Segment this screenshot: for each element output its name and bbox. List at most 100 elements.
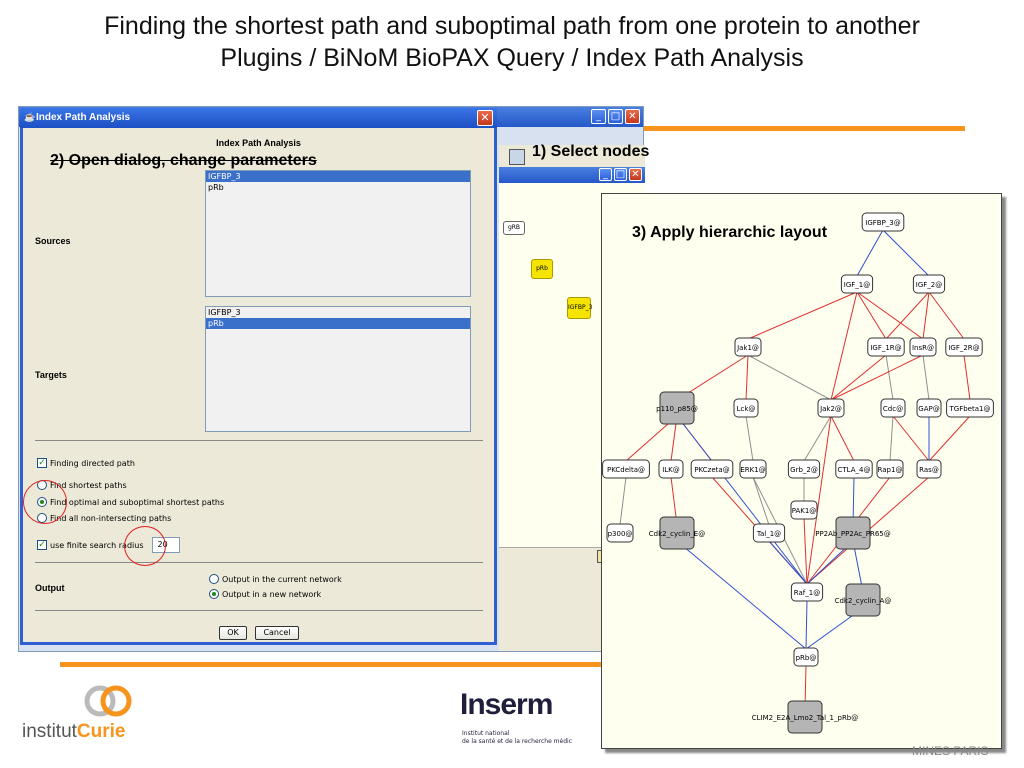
network-restore-icon[interactable]: □ bbox=[614, 168, 627, 181]
network-node-box[interactable] bbox=[659, 516, 695, 550]
network-node-box[interactable] bbox=[602, 459, 650, 479]
minimize-icon[interactable]: _ bbox=[591, 109, 606, 124]
network-node[interactable]: PKCdelta@ bbox=[602, 459, 650, 479]
list-item[interactable]: pRb bbox=[208, 183, 224, 192]
network-node-box[interactable] bbox=[734, 337, 762, 357]
network-node[interactable]: Jak2@ bbox=[817, 398, 845, 418]
network-node[interactable]: p110_p85@ bbox=[656, 391, 698, 425]
network-edge bbox=[619, 476, 627, 526]
network-node-box[interactable] bbox=[916, 398, 942, 418]
network-node[interactable]: Cdk2_cyclin_E@ bbox=[649, 516, 705, 550]
network-node[interactable]: Cdc@ bbox=[880, 398, 906, 418]
network-node[interactable]: IGFBP_3@ bbox=[861, 212, 905, 232]
network-node-box[interactable] bbox=[793, 647, 819, 667]
maximize-icon[interactable]: □ bbox=[608, 109, 623, 124]
network-node-box[interactable] bbox=[876, 459, 904, 479]
mines-paris-logo: MINES PARIS bbox=[912, 744, 989, 758]
network-node-box[interactable] bbox=[909, 337, 937, 357]
network-node-box[interactable] bbox=[658, 459, 684, 479]
output-new-radio[interactable] bbox=[209, 589, 219, 599]
ok-button[interactable]: OK bbox=[219, 626, 247, 640]
mini-node-selected[interactable]: IGFBP_3 bbox=[567, 297, 592, 319]
list-item[interactable]: IGFBP_3 bbox=[208, 308, 241, 317]
network-close-icon[interactable]: ✕ bbox=[629, 168, 642, 181]
network-node[interactable]: PP2Ab_PP2Ac_PR65@ bbox=[815, 516, 891, 550]
network-node[interactable]: CTLA_4@ bbox=[835, 459, 873, 479]
network-node-box[interactable] bbox=[880, 398, 906, 418]
network-node-box[interactable] bbox=[912, 274, 946, 294]
search-radius-checkbox[interactable]: ✓ bbox=[37, 540, 47, 550]
network-node[interactable]: InsR@ bbox=[909, 337, 937, 357]
network-node-label: Ras@ bbox=[919, 466, 939, 474]
network-node[interactable]: ILK@ bbox=[658, 459, 684, 479]
network-graph[interactable]: IGFBP_3@ IGF_1@ IGF_2@ Jak1@ IGF_1R@InsR@ IGF… bbox=[602, 194, 1003, 750]
network-node[interactable]: Grb_2@ bbox=[787, 459, 821, 479]
network-node-box[interactable] bbox=[733, 398, 759, 418]
network-node[interactable]: CLIM2_E2A_Lmo2_Tal_1_pRb@ bbox=[752, 700, 859, 734]
network-node-box[interactable] bbox=[790, 582, 824, 602]
output-current-radio[interactable] bbox=[209, 574, 219, 584]
network-node[interactable]: Ras@ bbox=[916, 459, 942, 479]
network-node[interactable]: IGF_2@ bbox=[912, 274, 946, 294]
network-node[interactable]: p300@ bbox=[606, 523, 634, 543]
network-node[interactable]: Jak1@ bbox=[734, 337, 762, 357]
network-node-box[interactable] bbox=[916, 459, 942, 479]
curie-wordmark: institutCurie bbox=[22, 721, 126, 743]
network-node-box[interactable] bbox=[946, 398, 994, 418]
network-node-box[interactable] bbox=[659, 391, 695, 425]
network-node[interactable]: pRb@ bbox=[793, 647, 819, 667]
list-item[interactable]: IGFBP_3 bbox=[206, 171, 470, 182]
network-view-titlebar: _ □ ✕ bbox=[499, 167, 645, 183]
network-node[interactable]: IGF_2R@ bbox=[945, 337, 983, 357]
output-new-option[interactable]: Output in a new network bbox=[209, 589, 321, 599]
network-node[interactable]: Cdk2_cyclin_A@ bbox=[835, 583, 892, 617]
network-node-box[interactable] bbox=[867, 337, 905, 357]
directed-path-checkbox[interactable]: ✓ bbox=[37, 458, 47, 468]
shortest-paths-label: Find shortest paths bbox=[50, 480, 127, 490]
network-node-box[interactable] bbox=[752, 523, 786, 543]
network-node[interactable]: Raf_1@ bbox=[790, 582, 824, 602]
slide-title-line1: Finding the shortest path and suboptimal… bbox=[104, 12, 920, 40]
network-node[interactable]: IGF_1R@ bbox=[867, 337, 905, 357]
network-node[interactable]: GAP@ bbox=[916, 398, 942, 418]
network-node[interactable]: Rap1@ bbox=[876, 459, 904, 479]
close-icon[interactable]: ✕ bbox=[625, 109, 640, 124]
network-node[interactable]: ERK1@ bbox=[739, 459, 767, 479]
network-node-box[interactable] bbox=[945, 337, 983, 357]
dialog-close-button[interactable]: ✕ bbox=[477, 110, 493, 126]
directed-path-option[interactable]: ✓ Finding directed path bbox=[37, 458, 135, 468]
network-node-box[interactable] bbox=[690, 459, 734, 479]
output-current-option[interactable]: Output in the current network bbox=[209, 574, 342, 584]
select-nodes-icon[interactable] bbox=[509, 149, 525, 165]
network-node[interactable]: Lck@ bbox=[733, 398, 759, 418]
network-node-box[interactable] bbox=[790, 500, 818, 520]
network-node[interactable]: IGF_1@ bbox=[840, 274, 874, 294]
network-node-box[interactable] bbox=[787, 700, 823, 734]
network-minimize-icon[interactable]: _ bbox=[599, 168, 612, 181]
curie-rings-icon bbox=[84, 685, 132, 717]
network-node-box[interactable] bbox=[835, 516, 871, 550]
network-node-box[interactable] bbox=[840, 274, 874, 294]
mini-node[interactable]: gRB bbox=[503, 221, 525, 235]
network-node-box[interactable] bbox=[739, 459, 767, 479]
cancel-button[interactable]: Cancel bbox=[255, 626, 299, 640]
network-node-box[interactable] bbox=[606, 523, 634, 543]
hierarchic-network-view[interactable]: IGFBP_3@ IGF_1@ IGF_2@ Jak1@ IGF_1R@InsR@ IGF… bbox=[601, 193, 1002, 749]
network-node-box[interactable] bbox=[787, 459, 821, 479]
targets-list[interactable]: IGFBP_3 pRb bbox=[205, 306, 471, 432]
network-node-label: Rap1@ bbox=[878, 466, 903, 474]
highlight-circle-radio bbox=[23, 480, 67, 524]
sources-list[interactable]: IGFBP_3 pRb bbox=[205, 170, 471, 297]
search-radius-label: use finite search radius bbox=[50, 540, 144, 550]
network-node-box[interactable] bbox=[861, 212, 905, 232]
network-node[interactable]: TGFbeta1@ bbox=[946, 398, 994, 418]
network-node[interactable]: Tal_1@ bbox=[752, 523, 786, 543]
network-node-box[interactable] bbox=[817, 398, 845, 418]
mini-node-selected[interactable]: pRb bbox=[531, 259, 553, 279]
network-node-box[interactable] bbox=[845, 583, 881, 617]
network-node[interactable]: PKCzeta@ bbox=[690, 459, 734, 479]
network-node-label: pRb@ bbox=[796, 654, 817, 662]
network-node[interactable]: PAK1@ bbox=[790, 500, 818, 520]
network-node-box[interactable] bbox=[835, 459, 873, 479]
list-item[interactable]: pRb bbox=[206, 318, 470, 329]
